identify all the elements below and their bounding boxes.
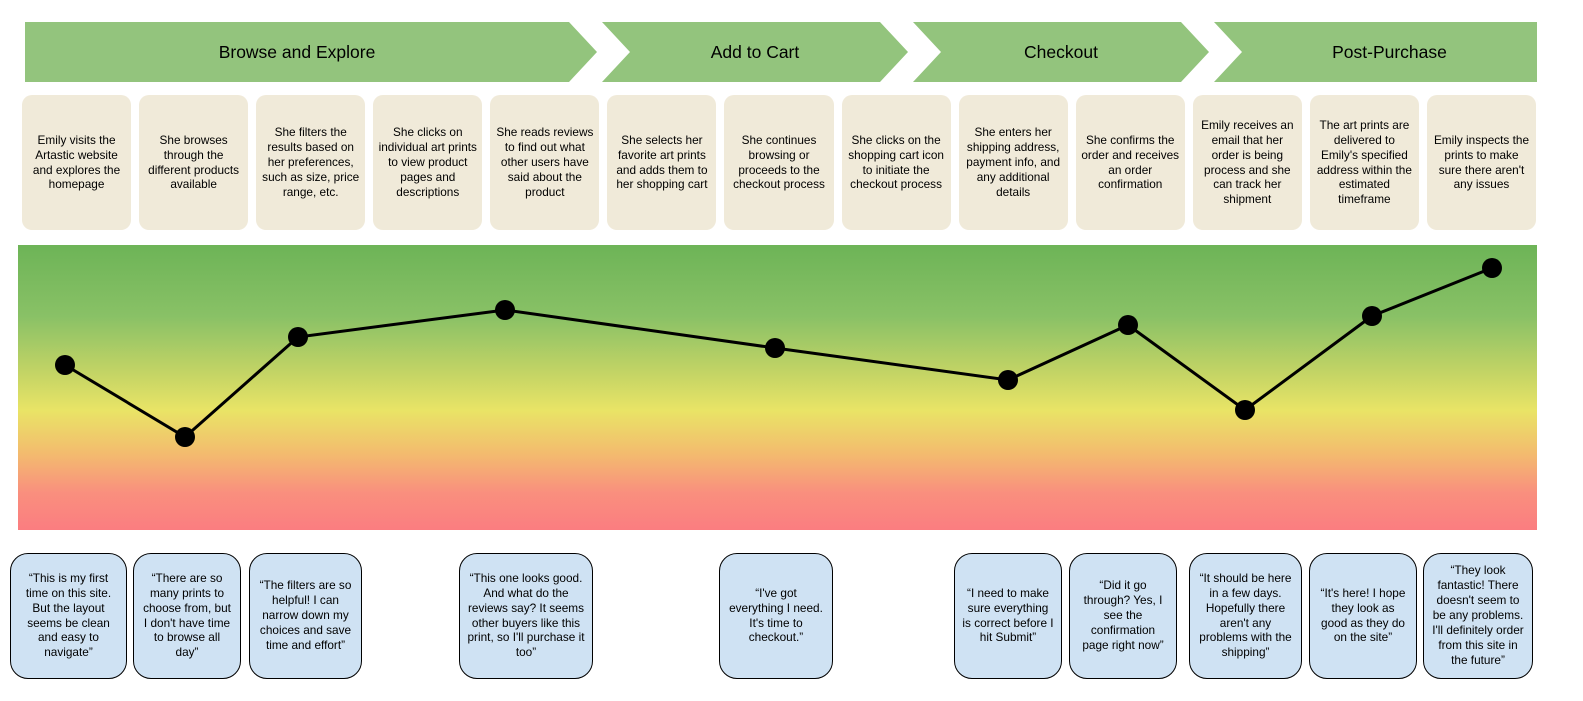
emotion-point bbox=[765, 338, 785, 358]
quote-bubble: “I need to make sure everything is corre… bbox=[954, 552, 1062, 679]
emotion-point bbox=[55, 355, 75, 375]
step-card: Emily inspects the prints to make sure t… bbox=[1426, 95, 1537, 230]
step-card: Emily visits the Artastic website and ex… bbox=[22, 95, 132, 230]
phase-label: Add to Cart bbox=[710, 41, 800, 62]
step-card: She clicks on the shopping cart icon to … bbox=[841, 95, 951, 230]
step-card: She clicks on individual art prints to v… bbox=[373, 95, 483, 230]
emotion-point bbox=[1482, 258, 1502, 278]
step-card: She continues browsing or proceeds to th… bbox=[724, 95, 834, 230]
emotion-point bbox=[998, 370, 1018, 390]
quote-bubble: “There are so many prints to choose from… bbox=[133, 552, 241, 679]
emotion-point bbox=[288, 327, 308, 347]
phase-label: Browse and Explore bbox=[218, 41, 376, 62]
emotion-point bbox=[1362, 306, 1382, 326]
step-card: She confirms the order and receives an o… bbox=[1075, 95, 1185, 230]
quote-bubble: “I've got everything I need. It's time t… bbox=[719, 552, 833, 679]
emotion-point bbox=[1118, 315, 1138, 335]
quote-bubble: “It's here! I hope they look as good as … bbox=[1309, 552, 1417, 679]
step-card: She selects her favorite art prints and … bbox=[607, 95, 717, 230]
phase-post-purchase: Post-Purchase bbox=[1214, 22, 1537, 82]
step-card: Emily receives an email that her order i… bbox=[1192, 95, 1302, 230]
quote-bubble: “This is my first time on this site. But… bbox=[10, 552, 127, 679]
quote-bubble: “Did it go through? Yes, I see the confi… bbox=[1069, 552, 1177, 679]
steps-row: Emily visits the Artastic website and ex… bbox=[22, 95, 1537, 230]
emotion-curve-svg bbox=[55, 258, 1502, 447]
emotion-gradient-band bbox=[18, 245, 1537, 530]
emotion-curve-line bbox=[64, 266, 1493, 439]
quote-bubble: “The filters are so helpful! I can narro… bbox=[249, 552, 362, 679]
phase-label: Post-Purchase bbox=[1332, 41, 1447, 62]
step-card: The art prints are delivered to Emily's … bbox=[1309, 95, 1419, 230]
phase-header-row: Browse and Explore Add to Cart Checkout … bbox=[25, 22, 1537, 82]
phase-browse-and-explore: Browse and Explore bbox=[25, 22, 597, 82]
step-card: She filters the results based on her pre… bbox=[256, 95, 366, 230]
emotion-point bbox=[495, 300, 515, 320]
phase-checkout: Checkout bbox=[913, 22, 1209, 82]
quote-bubble: “It should be here in a few days. Hopefu… bbox=[1189, 552, 1302, 679]
emotion-point bbox=[175, 427, 195, 447]
step-card: She browses through the different produc… bbox=[139, 95, 249, 230]
quote-bubble: “This one looks good. And what do the re… bbox=[459, 552, 593, 679]
phase-add-to-cart: Add to Cart bbox=[602, 22, 908, 82]
step-card: She reads reviews to find out what other… bbox=[490, 95, 600, 230]
step-card: She enters her shipping address, payment… bbox=[958, 95, 1068, 230]
quotes-row: “This is my first time on this site. But… bbox=[0, 530, 1583, 701]
phase-label: Checkout bbox=[1024, 41, 1098, 62]
emotion-point bbox=[1235, 400, 1255, 420]
quote-bubble: “They look fantastic! There doesn't seem… bbox=[1423, 552, 1533, 679]
